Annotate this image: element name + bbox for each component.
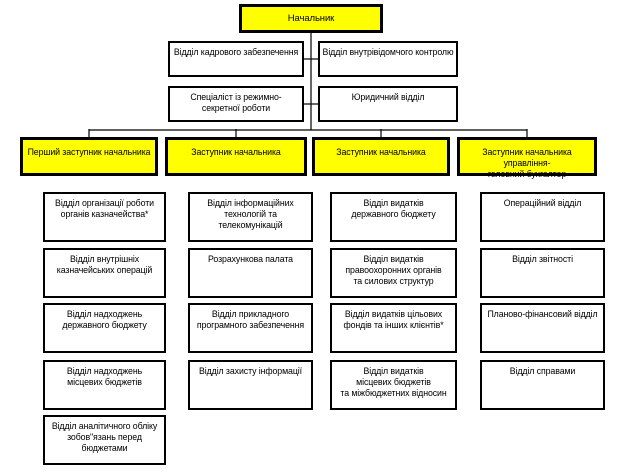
org-node-col1-row1: Відділ організації роботи органів казнач… <box>43 192 166 242</box>
org-node-first-deputy: Перший заступник начальника <box>20 137 158 176</box>
org-node-legal-department: Юридичний відділ <box>318 86 458 122</box>
org-node-deputy-3: Заступник начальника <box>312 137 450 176</box>
org-node-col4-row1: Операційний відділ <box>480 192 605 242</box>
org-node-deputy-chief-accountant: Заступник начальника управління- головни… <box>457 137 597 179</box>
org-node-col2-row1: Відділ інформаційних технологій та телек… <box>188 192 313 242</box>
org-node-col1-row2: Відділ внутрішніх казначейських операцій <box>43 248 166 298</box>
org-node-col1-row5: Відділ аналітичного обліку зобов"язань п… <box>43 415 166 465</box>
org-node-col3-row1: Відділ видатків державного бюджету <box>330 192 457 242</box>
org-node-col3-row2: Відділ видатків правоохоронних органів т… <box>330 248 457 298</box>
org-node-col2-row4: Відділ захисту інформації <box>188 360 313 410</box>
org-node-internal-control-department: Відділ внутрівідомчого контролю <box>318 41 458 77</box>
org-node-secret-regime-specialist: Спеціаліст із режимно- секретної роботи <box>168 86 304 122</box>
org-node-hr-department: Відділ кадрового забезпечення <box>168 41 304 77</box>
org-node-col2-row3: Відділ прикладного програмного забезпече… <box>188 303 313 353</box>
org-node-col1-row3: Відділ надходжень державного бюджету <box>43 303 166 353</box>
org-node-col4-row2: Відділ звітності <box>480 248 605 298</box>
org-node-col4-row3: Планово-фінансовий відділ <box>480 303 605 353</box>
org-node-col3-row4: Відділ видатків місцевих бюджетів та між… <box>330 360 457 410</box>
org-node-col1-row4: Відділ надходжень місцевих бюджетів <box>43 360 166 410</box>
org-node-col2-row2: Розрахункова палата <box>188 248 313 298</box>
org-node-chief: Начальник <box>239 4 383 33</box>
org-node-deputy-2: Заступник начальника <box>165 137 307 176</box>
org-node-col4-row4: Відділ справами <box>480 360 605 410</box>
org-node-col3-row3: Відділ видатків цільових фондів та інших… <box>330 303 457 353</box>
